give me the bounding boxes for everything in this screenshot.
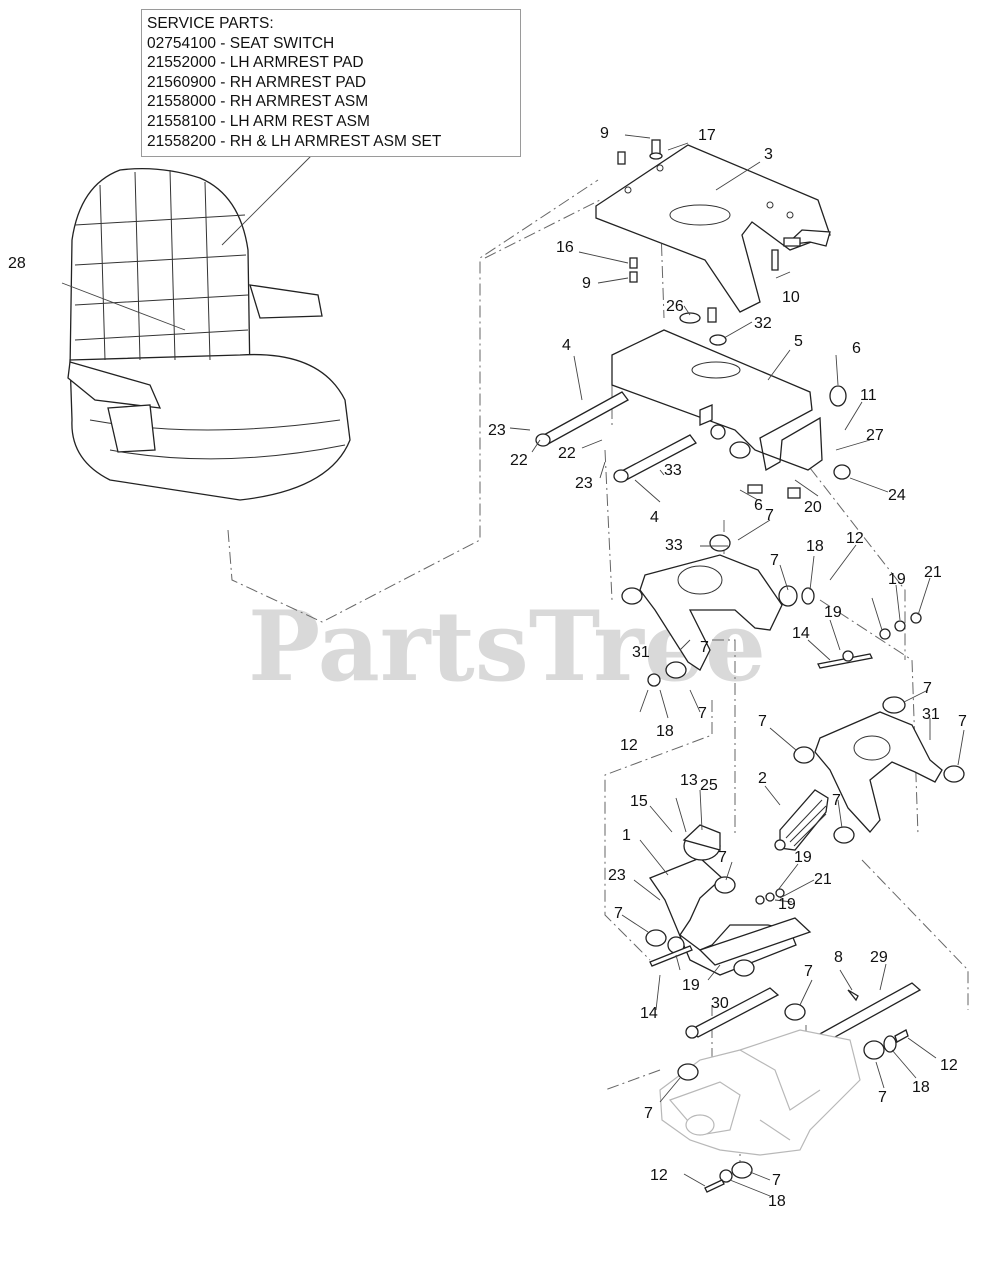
callout-5: 5 (794, 333, 803, 350)
callout-17: 17 (698, 127, 716, 144)
callout-7d: 7 (698, 705, 707, 722)
callout-7: 7 (765, 507, 774, 524)
callout-6b: 6 (754, 497, 763, 514)
callout-26: 26 (666, 298, 684, 315)
service-part-line: 02754100 - SEAT SWITCH (147, 34, 335, 52)
callout-22b: 22 (558, 445, 576, 462)
part-pivot-rods: 4 23 22 22 23 33 4 6 20 24 (488, 337, 906, 526)
part-lower-bracket: 13 25 15 1 7 19 21 19 23 7 19 30 14 8 29… (608, 772, 922, 1043)
callout-9: 9 (600, 125, 609, 142)
fasteners-upper: 16 9 26 10 32 (556, 239, 800, 346)
callout-7e: 7 (758, 713, 767, 730)
part-base-mount: 12 18 7 7 12 7 18 (644, 1029, 958, 1210)
callout-19d: 19 (778, 896, 796, 913)
callout-7h: 7 (832, 792, 841, 809)
callout-2: 2 (758, 770, 767, 787)
callout-7f: 7 (923, 680, 932, 697)
callout-30: 30 (711, 995, 729, 1012)
callout-4: 4 (562, 337, 571, 354)
callout-29: 29 (870, 949, 888, 966)
callout-32: 32 (754, 315, 772, 332)
part-lower-arm: 7 31 7 2 7 (758, 680, 967, 851)
callout-24: 24 (888, 487, 906, 504)
seat-assembly: 28 (8, 154, 351, 501)
callout-6: 6 (852, 340, 861, 357)
service-parts-box: SERVICE PARTS: 02754100 - SEAT SWITCH 21… (141, 9, 521, 157)
callout-16: 16 (556, 239, 574, 256)
callout-18d: 18 (768, 1193, 786, 1210)
callout-7m: 7 (644, 1105, 653, 1122)
callout-12: 12 (846, 530, 864, 547)
callout-18: 18 (806, 538, 824, 555)
callout-4b: 4 (650, 509, 659, 526)
callout-11: 11 (860, 387, 877, 404)
callout-20: 20 (804, 499, 822, 516)
service-part-line: 21558100 - LH ARM REST ASM (147, 112, 370, 130)
callout-31b: 31 (922, 706, 940, 723)
service-parts-heading: SERVICE PARTS: (147, 15, 274, 32)
callout-18b: 18 (656, 723, 674, 740)
callout-12c: 12 (940, 1057, 958, 1074)
callout-13: 13 (680, 772, 698, 789)
callout-9b: 9 (582, 275, 591, 292)
callout-15: 15 (630, 793, 648, 810)
part-upper-arm: 7 33 7 18 12 19 21 19 14 7 31 7 18 12 7 (620, 507, 942, 754)
callout-19e: 19 (682, 977, 700, 994)
callout-19b: 19 (888, 571, 906, 588)
callout-18c: 18 (912, 1079, 930, 1096)
callout-27: 27 (866, 427, 884, 444)
service-part-line: 21560900 - RH ARMREST PAD (147, 73, 367, 91)
callout-7n: 7 (772, 1172, 781, 1189)
callout-22: 22 (510, 452, 528, 469)
callout-1: 1 (622, 827, 631, 844)
callout-10: 10 (782, 289, 800, 306)
service-part-line: 21558200 - RH & LH ARMREST ASM SET (147, 132, 442, 150)
part-suspension-frame: 5 6 11 27 (611, 329, 884, 472)
callout-23b: 23 (575, 475, 593, 492)
callout-25: 25 (700, 777, 718, 794)
callout-7b: 7 (770, 552, 779, 569)
callout-12d: 12 (650, 1167, 668, 1184)
callout-7g: 7 (958, 713, 967, 730)
callout-7k: 7 (804, 963, 813, 980)
callout-31: 31 (632, 644, 650, 661)
callout-21b: 21 (814, 871, 832, 888)
callout-7j: 7 (614, 905, 623, 922)
callout-7l: 7 (878, 1089, 887, 1106)
service-part-line: 21558000 - RH ARMREST ASM (147, 93, 369, 111)
callout-12b: 12 (620, 737, 638, 754)
callout-23c: 23 (608, 867, 626, 884)
callout-21: 21 (924, 564, 942, 581)
callout-7i: 7 (718, 849, 727, 866)
callout-28: 28 (8, 255, 26, 272)
callout-23: 23 (488, 422, 506, 439)
callout-33b: 33 (665, 537, 683, 554)
callout-14b: 14 (640, 1005, 658, 1022)
callout-14: 14 (792, 625, 810, 642)
callout-19: 19 (824, 604, 842, 621)
part-seat-plate: 9 17 3 (595, 125, 831, 313)
callout-7c: 7 (700, 639, 709, 656)
callout-3: 3 (764, 146, 773, 163)
callout-33: 33 (664, 462, 682, 479)
callout-8: 8 (834, 949, 843, 966)
callout-19c: 19 (794, 849, 812, 866)
service-part-line: 21552000 - LH ARMREST PAD (147, 54, 364, 72)
